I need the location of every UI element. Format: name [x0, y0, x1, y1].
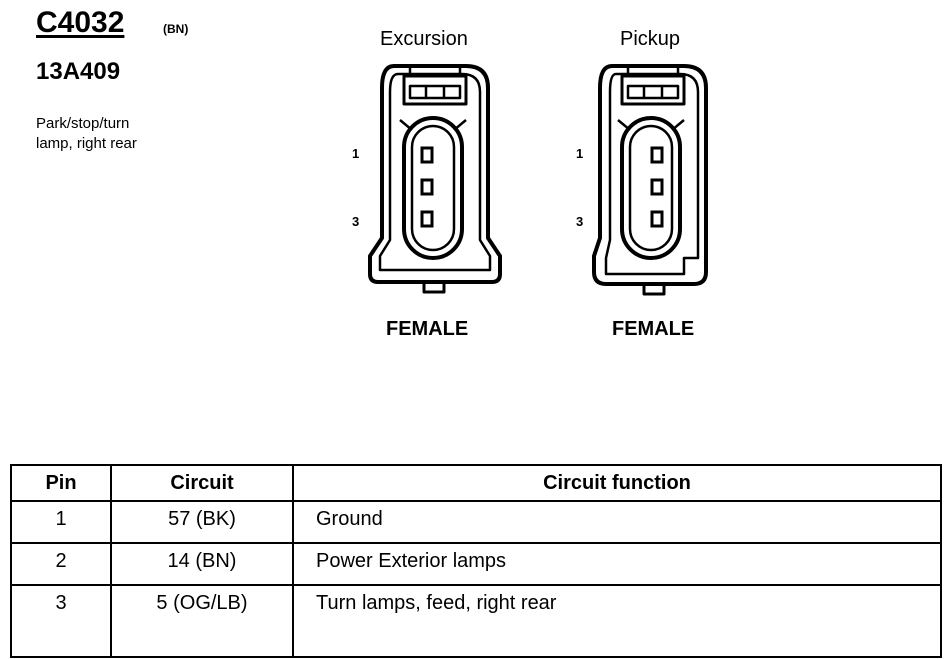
excursion-pin-2	[420, 178, 434, 196]
row-function: Turn lamps, feed, right rear	[292, 584, 942, 658]
row-circuit: 14 (BN)	[110, 542, 294, 586]
pickup-pin-3	[650, 210, 664, 228]
excursion-title: Excursion	[380, 28, 468, 50]
header-pin: Pin	[10, 464, 112, 502]
pinout-table: Pin Circuit Circuit function 1 57 (BK) G…	[10, 464, 942, 658]
row-circuit: 57 (BK)	[110, 500, 294, 544]
table-header-row: Pin Circuit Circuit function	[10, 464, 942, 502]
header-circuit: Circuit	[110, 464, 294, 502]
description-line-1: Park/stop/turn	[36, 115, 130, 132]
excursion-pin-1-label: 1	[352, 146, 360, 161]
pickup-title: Pickup	[620, 28, 681, 50]
pickup-pin-1	[650, 146, 664, 164]
excursion-pin-3	[420, 210, 434, 228]
row-circuit: 5 (OG/LB)	[110, 584, 294, 658]
excursion-connector-drawing	[368, 64, 502, 294]
row-pin: 2	[10, 542, 112, 586]
description-line-2: lamp, right rear	[36, 135, 137, 152]
excursion-pin-3-label: 3	[352, 214, 360, 229]
pickup-gender-label: FEMALE	[612, 318, 695, 340]
table-row: 1 57 (BK) Ground	[10, 500, 942, 544]
header-circuit-function: Circuit function	[292, 464, 942, 502]
pickup-pin-3-label: 3	[576, 214, 584, 229]
part-number: 13A409	[36, 58, 121, 85]
connector-description: Park/stop/turn lamp, right rear	[36, 114, 206, 154]
table-row: 2 14 (BN) Power Exterior lamps	[10, 542, 942, 586]
excursion-gender-label: FEMALE	[386, 318, 469, 340]
excursion-pin-1	[420, 146, 434, 164]
table-row: 3 5 (OG/LB) Turn lamps, feed, right rear	[10, 584, 942, 658]
pickup-pin-2	[650, 178, 664, 196]
row-function: Power Exterior lamps	[292, 542, 942, 586]
row-pin: 3	[10, 584, 112, 658]
pickup-pin-1-label: 1	[576, 146, 584, 161]
connector-color-code: (BN)	[163, 22, 189, 36]
connector-id: C4032	[36, 6, 125, 39]
row-function: Ground	[292, 500, 942, 544]
pickup-connector-drawing	[592, 64, 708, 296]
row-pin: 1	[10, 500, 112, 544]
